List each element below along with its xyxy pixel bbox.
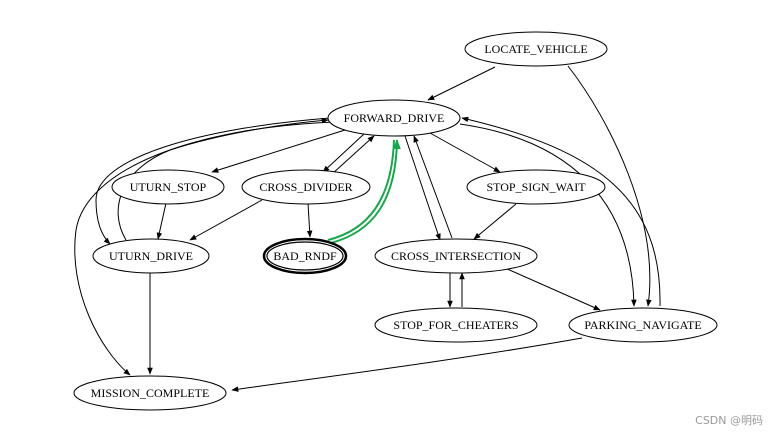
edge-forward-to-crossdivider <box>322 133 365 173</box>
node-label: BAD_RNDF <box>273 249 337 263</box>
node-parking-navigate[interactable]: PARKING_NAVIGATE <box>568 307 718 343</box>
edge-forward-to-uturnstop <box>211 129 346 173</box>
node-label: STOP_SIGN_WAIT <box>486 180 586 194</box>
green-edge-line-1 <box>327 139 395 241</box>
node-cross-intersection[interactable]: CROSS_INTERSECTION <box>374 238 538 274</box>
edge-locate-to-parking <box>567 65 652 307</box>
node-label: STOP_FOR_CHEATERS <box>393 318 518 332</box>
node-stop-sign-wait[interactable]: STOP_SIGN_WAIT <box>466 169 606 205</box>
node-bad-rndf[interactable]: BAD_RNDF <box>262 237 348 275</box>
watermark: CSDN @明码 <box>695 414 763 427</box>
edge-forward-to-uturndrive <box>95 117 331 245</box>
highlighted-edge-badrndf-to-forward <box>327 139 401 244</box>
bad-rndf-inner-outline <box>266 241 344 271</box>
edge-parking-to-forward <box>461 116 661 307</box>
node-mission-complete[interactable]: MISSION_COMPLETE <box>73 375 227 411</box>
edge-stopsign-to-crossint <box>473 203 517 240</box>
edge-uturnstop-to-uturndrive <box>156 202 167 240</box>
node-label: MISSION_COMPLETE <box>91 386 210 400</box>
node-uturn-drive[interactable]: UTURN_DRIVE <box>92 238 210 274</box>
node-label: UTURN_DRIVE <box>109 249 193 263</box>
node-uturn-stop[interactable]: UTURN_STOP <box>111 169 225 205</box>
edge-forward-to-parking <box>459 123 637 307</box>
node-label: FORWARD_DRIVE <box>344 111 445 125</box>
node-cross-divider[interactable]: CROSS_DIVIDER <box>241 169 371 205</box>
node-stop-for-cheaters[interactable]: STOP_FOR_CHEATERS <box>374 307 538 343</box>
node-label: CROSS_DIVIDER <box>259 180 352 194</box>
edge-forward-to-crossint <box>404 135 441 241</box>
edge-parking-to-mission <box>231 337 583 392</box>
edge-forward-to-mission <box>74 121 335 376</box>
edge-crossint-to-forward <box>413 135 453 239</box>
edge-crossint-to-parking <box>504 267 601 311</box>
node-label: UTURN_STOP <box>130 180 207 194</box>
node-label: PARKING_NAVIGATE <box>584 318 701 332</box>
node-label: LOCATE_VEHICLE <box>484 42 587 56</box>
edge-forward-to-stopsign <box>429 132 501 173</box>
node-locate-vehicle[interactable]: LOCATE_VEHICLE <box>464 31 608 67</box>
edges-layer <box>74 65 661 392</box>
edge-crossdivider-to-uturndrive <box>189 199 263 241</box>
edge-locate-to-forward <box>427 66 496 101</box>
green-edge-line-2 <box>330 139 401 244</box>
node-forward-drive[interactable]: FORWARD_DRIVE <box>327 99 461 137</box>
edge-crossdivider-to-badrndf <box>306 202 313 238</box>
edge-crossdivider-to-forward <box>331 135 375 175</box>
node-label: CROSS_INTERSECTION <box>391 249 521 263</box>
